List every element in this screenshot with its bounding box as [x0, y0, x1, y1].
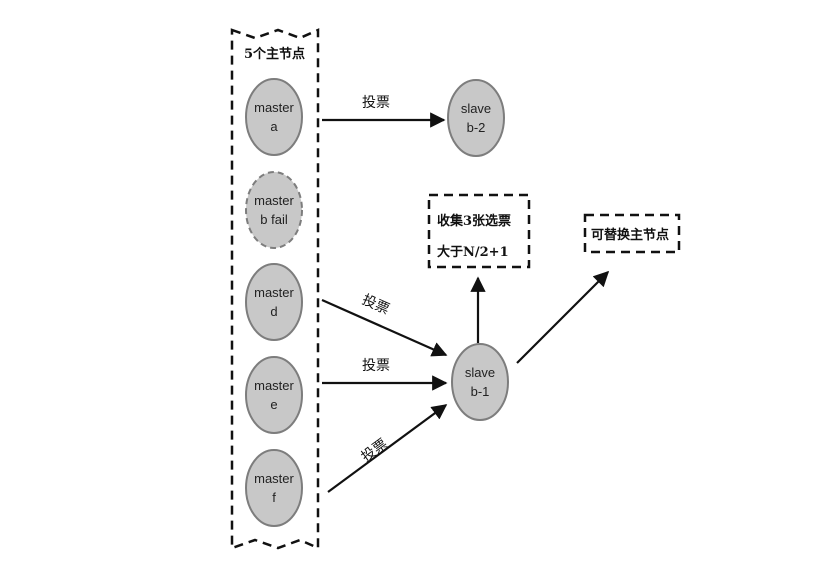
slave-node-b1-line2: b-1: [471, 384, 490, 399]
vote-label-a: 投票: [362, 95, 390, 111]
arrow-d-to-b1: [321, 298, 448, 357]
slave-node-b2-line2: b-2: [467, 120, 486, 135]
vote-label-f: 投票: [359, 436, 391, 465]
collect-votes-box: 收集3张选票 大于N/2+1: [427, 193, 531, 269]
slave-node-b1-line1: slave: [465, 365, 495, 380]
vote-label-e: 投票: [362, 358, 390, 374]
replace-master-box: 可替换主节点: [583, 213, 681, 254]
replace-master-box-border: [583, 213, 681, 254]
replace-master-label: 可替换主节点: [591, 227, 669, 243]
slave-node-b1-circle: [451, 343, 509, 421]
slave-node-b2-line1: slave: [461, 101, 491, 116]
master-node-d-circle: [245, 263, 303, 341]
master-node-e-line2: e: [270, 397, 277, 412]
arrow-f-to-b1: [327, 404, 448, 493]
master-node-e: master e: [245, 356, 303, 434]
master-node-a-circle: [245, 78, 303, 156]
master-node-d: master d: [245, 263, 303, 341]
collect-votes-box-border: [427, 193, 531, 269]
collect-votes-line1: 收集3张选票: [437, 213, 511, 229]
master-node-f-line1: master: [254, 471, 294, 486]
master-node-b-circle: [245, 171, 303, 249]
master-node-a-line1: master: [254, 100, 294, 115]
collect-votes-line2: 大于N/2+1: [437, 244, 509, 260]
vote-label-d: 投票: [360, 292, 392, 318]
master-node-f-line2: f: [272, 490, 276, 505]
master-node-d-line1: master: [254, 285, 294, 300]
master-node-e-circle: [245, 356, 303, 434]
master-group-label: 5个主节点: [244, 46, 305, 62]
master-node-b-line1: master: [254, 193, 294, 208]
master-node-b-line2: b fail: [260, 212, 288, 227]
master-node-a-line2: a: [270, 119, 278, 134]
master-node-f: master f: [245, 449, 303, 527]
slave-node-b1: slave b-1: [451, 343, 509, 421]
master-node-d-line2: d: [270, 304, 277, 319]
master-node-b-fail: master b fail: [245, 171, 303, 249]
master-node-a: master a: [245, 78, 303, 156]
master-group: 5个主节点: [230, 28, 320, 550]
slave-node-b2-circle: [447, 79, 505, 157]
arrow-b1-to-replace: [516, 270, 610, 364]
master-node-f-circle: [245, 449, 303, 527]
slave-node-b2: slave b-2: [447, 79, 505, 157]
master-node-e-line1: master: [254, 378, 294, 393]
